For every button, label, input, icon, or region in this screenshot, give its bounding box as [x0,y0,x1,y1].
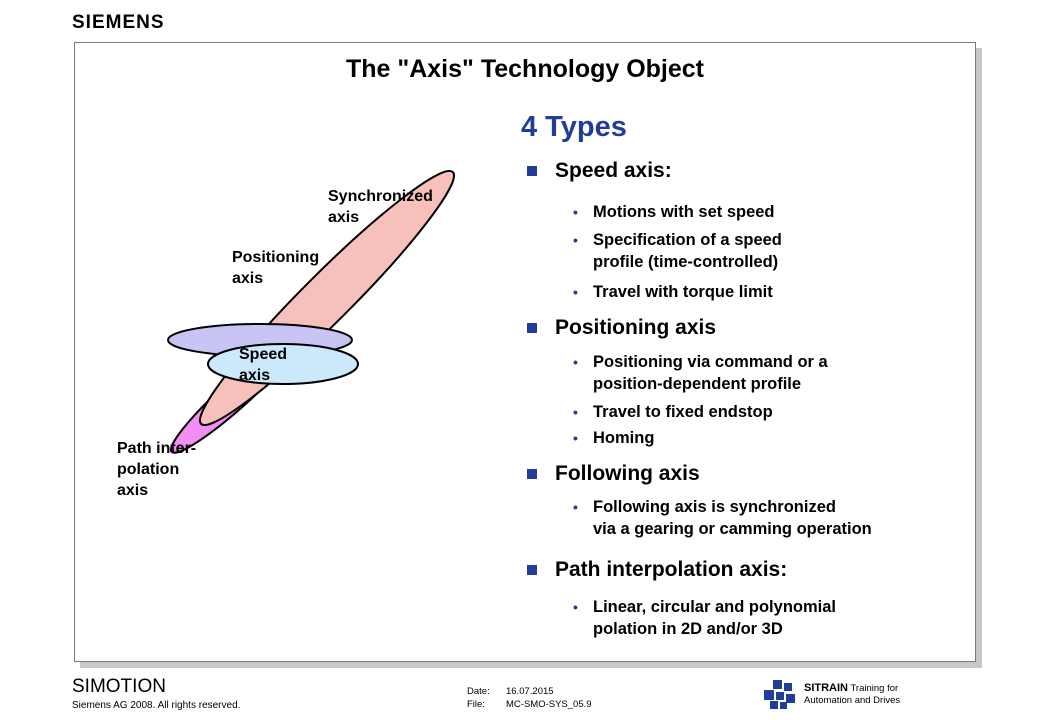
square-bullet-icon [527,323,537,333]
section-speed-axis: Speed axis: [527,159,672,183]
path-interpolation-axis-label: Path inter- polation axis [117,440,197,499]
date-value: 16.07.2015 [506,686,554,697]
speed-axis-bullets: • Motions with set speed [527,201,775,223]
sitrain-line2: Automation and Drives [804,695,901,706]
sitrain-logo-icon [764,680,795,709]
dot-bullet-icon: • [573,284,578,300]
section-heading: Speed axis: [527,159,672,183]
square-bullet-icon [527,166,537,176]
positioning-axis-label: Positioning axis [232,249,320,287]
file-row: File: MC-SMO-SYS_05.9 [467,699,592,710]
list-item: • Travel with torque limit [573,283,773,301]
section-heading: Positioning axis [527,316,716,340]
sitrain-line1: Training for [850,683,899,694]
speed-axis-label: Speed axis [239,346,288,384]
slide-frame: The "Axis" Technology Object Synchronize… [74,42,976,662]
list-item: • Positioning via command or a position-… [573,353,828,393]
list-item: • Motions with set speed [573,203,775,221]
dot-bullet-icon: • [573,204,578,220]
sitrain-brand: SITRAIN [804,682,848,694]
date-row: Date: 16.07.2015 [467,686,554,697]
list-item: • Homing [573,429,655,447]
section-heading: Following axis [527,462,700,486]
axis-types-diagram [167,169,456,454]
dot-bullet-icon: • [573,354,578,370]
list-item: • Travel to fixed endstop [573,403,773,421]
dot-bullet-icon: • [573,430,578,446]
product-name: SIMOTION [72,676,166,697]
section-heading: Path interpolation axis: [527,558,787,582]
square-bullet-icon [527,565,537,575]
positioning-axis-bullets: • Positioning via command or a position-… [527,351,828,395]
dot-bullet-icon: • [573,599,578,615]
speed-ellipse [207,343,359,385]
copyright-text: Siemens AG 2008. All rights reserved. [72,700,241,711]
types-heading: 4 Types [521,111,627,143]
dot-bullet-icon: • [573,232,578,248]
list-item: • Following axis is synchronized via a g… [573,498,872,538]
list-item: • Specification of a speed profile (time… [573,231,782,271]
dot-bullet-icon: • [573,404,578,420]
section-positioning-axis: Positioning axis [527,316,716,340]
sitrain-caption: SITRAIN Training for Automation and Driv… [804,682,900,707]
speed-axis-bullets-2: • Specification of a speed profile (time… [527,229,782,273]
square-bullet-icon [527,469,537,479]
slide-title: The "Axis" Technology Object [345,55,705,83]
file-label: File: [467,699,485,710]
file-value: MC-SMO-SYS_05.9 [506,699,592,710]
date-label: Date: [467,686,490,697]
synchronized-axis-label: Synchronized axis [328,188,433,226]
path-interpolation-axis-bullets: • Linear, circular and polynomial polati… [527,596,836,640]
following-axis-bullets: • Following axis is synchronized via a g… [527,496,872,540]
speed-axis-bullets-3: • Travel with torque limit [527,281,773,303]
section-path-interpolation-axis: Path interpolation axis: [527,558,787,582]
positioning-axis-bullets-3: • Homing [527,427,654,449]
dot-bullet-icon: • [573,499,578,515]
list-item: • Linear, circular and polynomial polati… [573,598,836,638]
siemens-logo: SIEMENS [72,12,165,33]
section-following-axis: Following axis [527,462,700,486]
positioning-axis-bullets-2: • Travel to fixed endstop [527,401,773,423]
